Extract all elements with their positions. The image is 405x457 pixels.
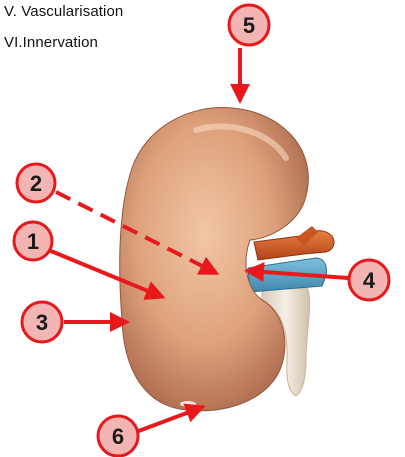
artery-branch	[296, 226, 318, 246]
arrow-2	[55, 190, 220, 275]
kidney-highlight	[193, 123, 289, 161]
label-badge-5: 5	[227, 3, 271, 47]
label-number-3: 3	[36, 310, 48, 335]
label-badge-6: 6	[96, 414, 140, 457]
arrow-4	[244, 262, 349, 282]
kidney-specular	[180, 401, 196, 407]
section-heading-innervation: VI.Innervation	[4, 34, 98, 51]
label-number-6: 6	[112, 424, 124, 449]
label-number-2: 2	[30, 171, 42, 196]
label-badge-3: 3	[20, 300, 64, 344]
label-badge-1: 1	[12, 220, 54, 262]
label-badge-2: 2	[15, 162, 57, 204]
label-number-4: 4	[363, 268, 376, 293]
arrow-1	[45, 247, 166, 300]
label-badge-4: 4	[347, 258, 391, 302]
label-number-5: 5	[243, 13, 255, 38]
label-number-1: 1	[27, 229, 39, 254]
section-heading-vascularisation: V. Vascularisation	[4, 3, 124, 20]
arrow-6	[135, 403, 206, 434]
